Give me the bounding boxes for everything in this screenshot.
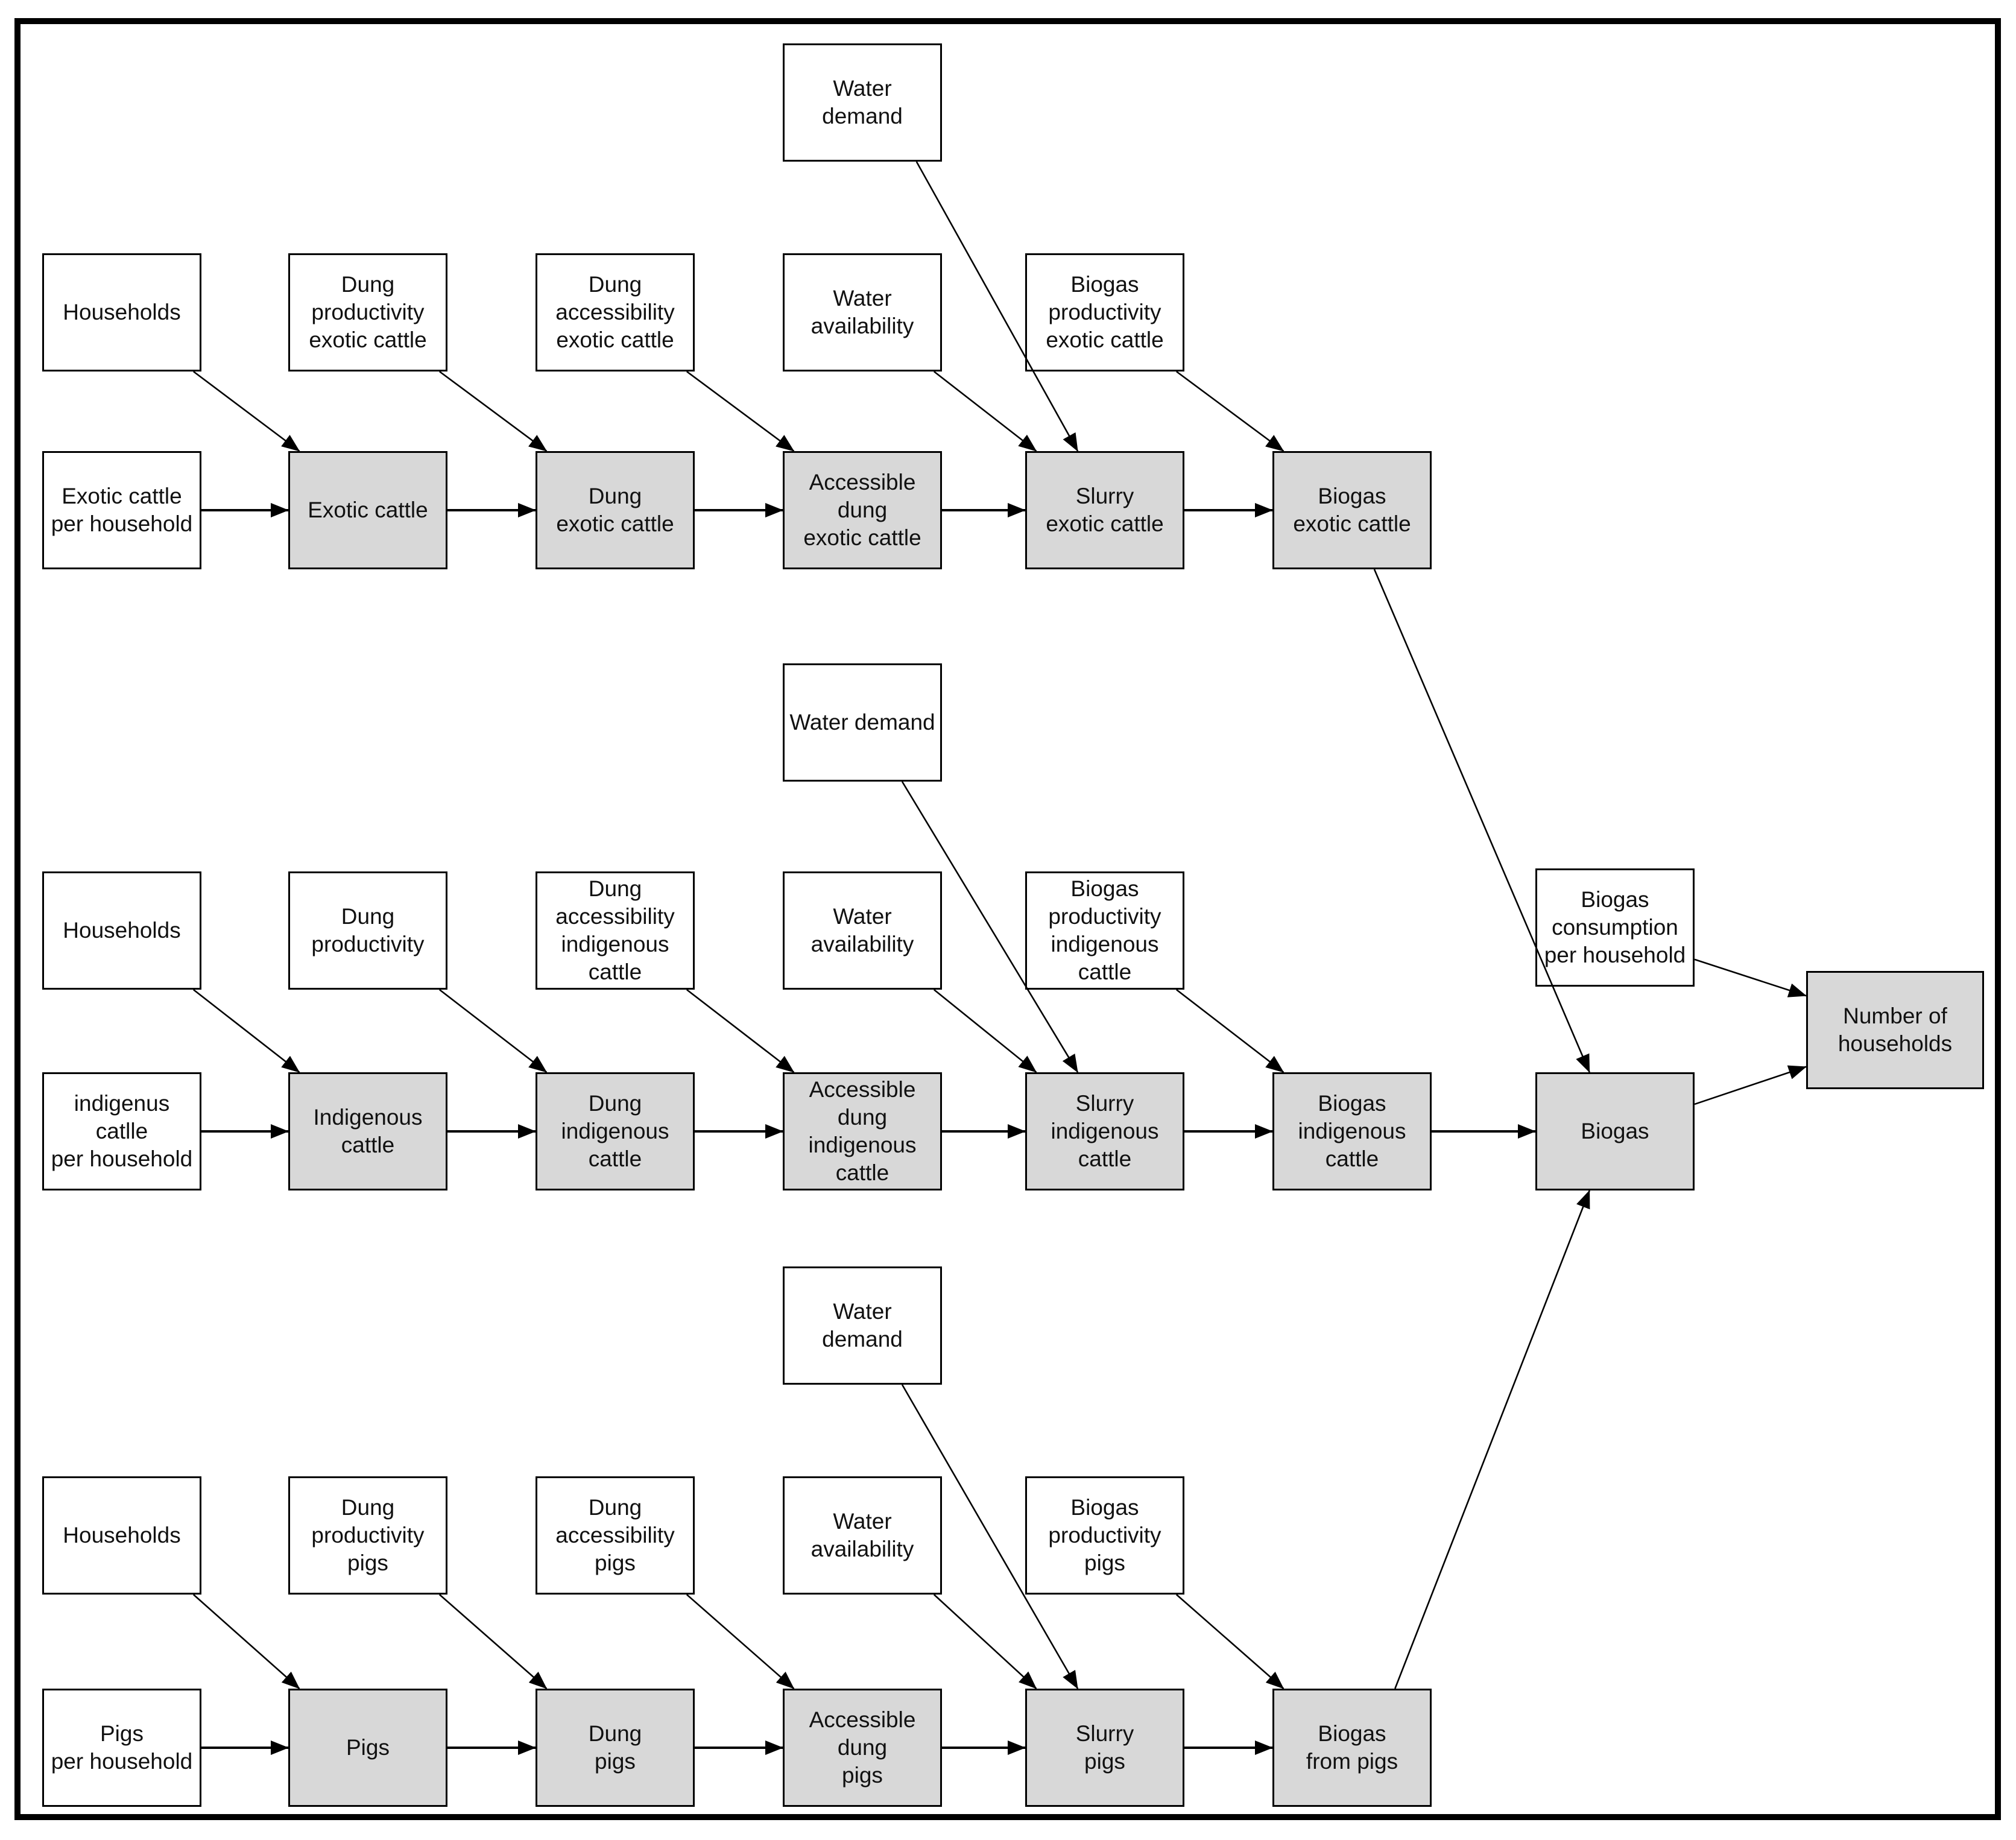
node-label-dung-indigenous-cattle: Dung indigenous cattle xyxy=(561,1091,669,1171)
node-dung-indigenous-cattle: Dung indigenous cattle xyxy=(536,1072,695,1190)
node-label-indigenous-cattle-per-household: indigenus catlle per household xyxy=(51,1091,193,1171)
node-label-biogas-productivity-pigs: Biogas productivity pigs xyxy=(1048,1495,1161,1575)
node-households-pigs: Households xyxy=(42,1476,201,1595)
node-label-number-of-households: Number of households xyxy=(1837,1004,1953,1056)
node-biogas: Biogas xyxy=(1535,1072,1695,1190)
node-label-slurry-exotic-cattle: Slurry exotic cattle xyxy=(1046,484,1164,536)
node-dung-productivity-pigs: Dung productivity pigs xyxy=(288,1476,447,1595)
node-label-water-availability-exotic: Water availability xyxy=(811,286,914,338)
node-accessible-dung-pigs: Accessible dung pigs xyxy=(783,1689,942,1807)
node-number-of-households: Number of households xyxy=(1806,971,1984,1089)
node-indigenous-cattle-per-household: indigenus catlle per household xyxy=(42,1072,201,1190)
node-accessible-dung-exotic-cattle: Accessible dung exotic cattle xyxy=(783,451,942,569)
node-water-availability-exotic: Water availability xyxy=(783,253,942,371)
node-water-demand-exotic: Water demand xyxy=(783,43,942,162)
node-households-indigenous: Households xyxy=(42,871,201,990)
node-label-households-indigenous: Households xyxy=(63,918,181,943)
node-dung-productivity: Dung productivity xyxy=(288,871,447,990)
node-label-accessible-dung-indigenous-cattle: Accessible dung indigenous cattle xyxy=(808,1077,917,1185)
node-dung-accessibility-pigs: Dung accessibility pigs xyxy=(536,1476,695,1595)
node-accessible-dung-indigenous-cattle: Accessible dung indigenous cattle xyxy=(783,1072,942,1190)
node-label-water-demand-indigenous: Water demand xyxy=(789,710,935,735)
node-label-dung-accessibility-pigs: Dung accessibility pigs xyxy=(555,1495,675,1575)
node-label-biogas-productivity-exotic-cattle: Biogas productivity exotic cattle xyxy=(1046,272,1164,352)
node-label-biogas-from-pigs: Biogas from pigs xyxy=(1306,1721,1398,1774)
diagram-outer-frame xyxy=(14,18,2001,1820)
node-label-water-availability-indigenous: Water availability xyxy=(811,904,914,956)
node-label-biogas-exotic-cattle: Biogas exotic cattle xyxy=(1293,484,1411,536)
node-label-dung-accessibility-indigenous-cattle: Dung accessibility indigenous cattle xyxy=(555,876,675,984)
node-label-dung-productivity-pigs: Dung productivity pigs xyxy=(311,1495,425,1575)
node-biogas-indigenous-cattle: Biogas indigenous cattle xyxy=(1272,1072,1432,1190)
node-label-indigenous-cattle: Indigenous cattle xyxy=(313,1105,423,1157)
node-label-accessible-dung-pigs: Accessible dung pigs xyxy=(809,1707,916,1788)
node-label-accessible-dung-exotic-cattle: Accessible dung exotic cattle xyxy=(803,470,921,550)
node-slurry-exotic-cattle: Slurry exotic cattle xyxy=(1025,451,1184,569)
node-label-dung-accessibility-exotic-cattle: Dung accessibility exotic cattle xyxy=(555,272,675,352)
node-slurry-pigs: Slurry pigs xyxy=(1025,1689,1184,1807)
node-slurry-indigenous-cattle: Slurry indigenous cattle xyxy=(1025,1072,1184,1190)
node-label-dung-pigs: Dung pigs xyxy=(588,1721,642,1774)
node-biogas-productivity-pigs: Biogas productivity pigs xyxy=(1025,1476,1184,1595)
node-water-demand-indigenous: Water demand xyxy=(783,663,942,782)
node-water-availability-indigenous: Water availability xyxy=(783,871,942,990)
node-dung-productivity-exotic-cattle: Dung productivity exotic cattle xyxy=(288,253,447,371)
node-label-exotic-cattle-per-household: Exotic cattle per household xyxy=(51,484,193,536)
node-label-water-availability-pigs: Water availability xyxy=(811,1509,914,1561)
node-label-water-demand-exotic: Water demand xyxy=(822,76,903,128)
node-label-water-demand-pigs: Water demand xyxy=(822,1299,903,1352)
node-label-biogas-productivity-indigenous-cattle: Biogas productivity indigenous cattle xyxy=(1048,876,1161,984)
node-label-pigs: Pigs xyxy=(346,1735,390,1760)
node-label-dung-exotic-cattle: Dung exotic cattle xyxy=(556,484,674,536)
node-exotic-cattle-per-household: Exotic cattle per household xyxy=(42,451,201,569)
node-biogas-productivity-indigenous-cattle: Biogas productivity indigenous cattle xyxy=(1025,871,1184,990)
node-label-exotic-cattle: Exotic cattle xyxy=(308,498,428,522)
node-label-biogas: Biogas xyxy=(1581,1119,1649,1143)
node-dung-exotic-cattle: Dung exotic cattle xyxy=(536,451,695,569)
node-label-biogas-indigenous-cattle: Biogas indigenous cattle xyxy=(1298,1091,1406,1171)
node-pigs: Pigs xyxy=(288,1689,447,1807)
node-label-dung-productivity: Dung productivity xyxy=(311,904,425,956)
node-label-biogas-consumption-per-household: Biogas consumption per household xyxy=(1544,887,1686,967)
node-water-demand-pigs: Water demand xyxy=(783,1266,942,1385)
node-dung-accessibility-indigenous-cattle: Dung accessibility indigenous cattle xyxy=(536,871,695,990)
node-dung-pigs: Dung pigs xyxy=(536,1689,695,1807)
node-label-dung-productivity-exotic-cattle: Dung productivity exotic cattle xyxy=(309,272,427,352)
node-label-households-exotic: Households xyxy=(63,300,181,324)
node-label-slurry-pigs: Slurry pigs xyxy=(1075,1721,1134,1774)
node-label-slurry-indigenous-cattle: Slurry indigenous cattle xyxy=(1051,1091,1159,1171)
node-biogas-productivity-exotic-cattle: Biogas productivity exotic cattle xyxy=(1025,253,1184,371)
node-biogas-consumption-per-household: Biogas consumption per household xyxy=(1535,868,1695,987)
node-biogas-from-pigs: Biogas from pigs xyxy=(1272,1689,1432,1807)
node-water-availability-pigs: Water availability xyxy=(783,1476,942,1595)
node-label-households-pigs: Households xyxy=(63,1523,181,1548)
node-exotic-cattle: Exotic cattle xyxy=(288,451,447,569)
node-label-pigs-per-household: Pigs per household xyxy=(51,1721,193,1774)
node-indigenous-cattle: Indigenous cattle xyxy=(288,1072,447,1190)
node-pigs-per-household: Pigs per household xyxy=(42,1689,201,1807)
node-households-exotic: Households xyxy=(42,253,201,371)
node-biogas-exotic-cattle: Biogas exotic cattle xyxy=(1272,451,1432,569)
node-dung-accessibility-exotic-cattle: Dung accessibility exotic cattle xyxy=(536,253,695,371)
